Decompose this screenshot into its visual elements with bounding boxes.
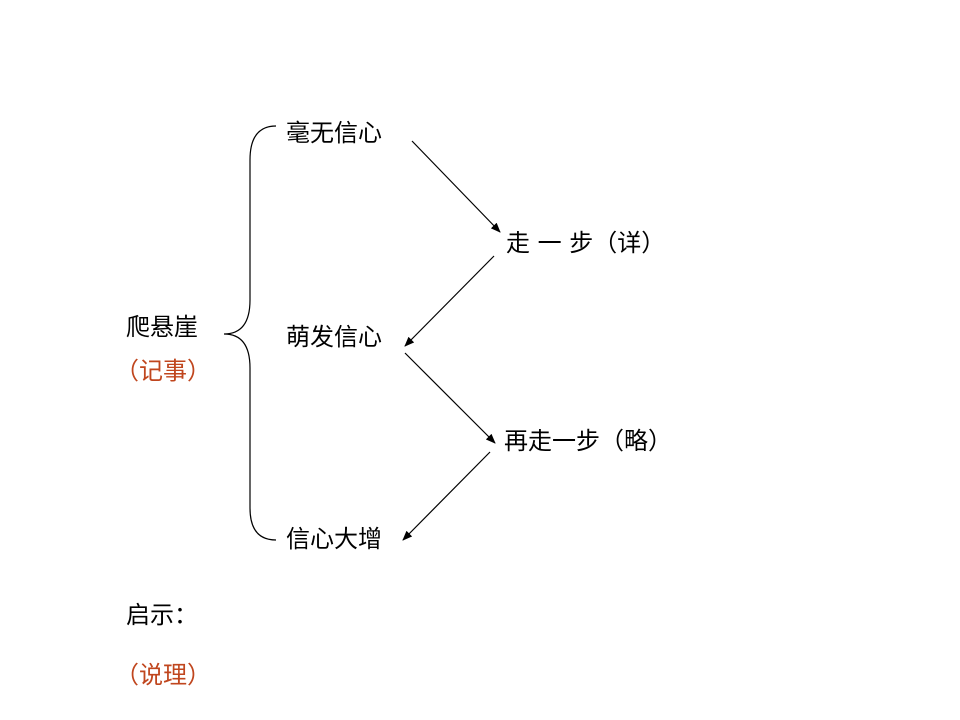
stage-1-label: 毫无信心 (286, 119, 382, 147)
insight-title: 启示： (126, 601, 198, 629)
stage-2-label: 萌发信心 (286, 323, 382, 351)
arrow-stage1-to-step1 (411, 140, 501, 233)
arrow-step2-to-stage3 (402, 451, 491, 541)
root-title: 爬悬崖 (126, 313, 198, 341)
grouping-brace (223, 125, 277, 541)
stage-3-label: 信心大增 (286, 525, 382, 553)
arrow-stage2-to-step2 (404, 352, 496, 444)
root-genre-label: （记事） (115, 357, 211, 385)
insight-genre-label: （说理） (115, 661, 211, 689)
arrow-step1-to-stage2 (404, 255, 495, 347)
step-1-label: 走 一 步（详） (506, 229, 666, 257)
step-2-label: 再走一步（略） (504, 427, 672, 455)
